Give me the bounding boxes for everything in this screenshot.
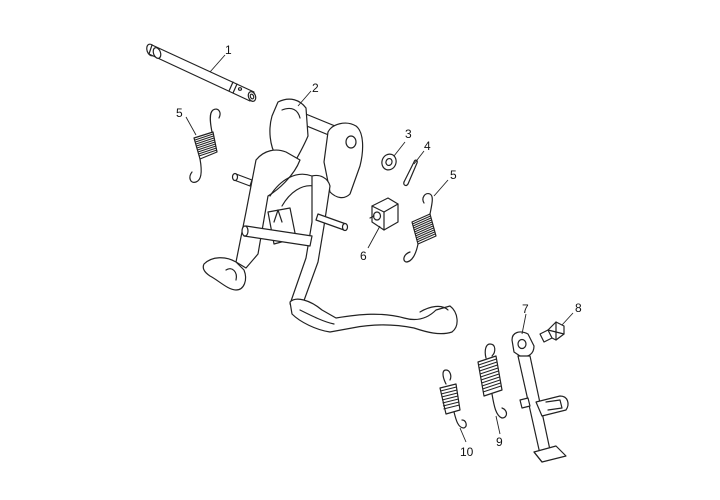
callout-7: 7: [522, 302, 529, 316]
callout-2: 2: [312, 81, 319, 95]
bolt-part: [539, 321, 565, 343]
callout-3: 3: [405, 127, 412, 141]
rubber-block-part: [369, 197, 399, 231]
leader-lines: [185, 54, 574, 443]
spring-left-part: [189, 108, 221, 183]
leader-5a: [185, 116, 197, 136]
main-stand-part: [202, 98, 458, 335]
callout-6: 6: [360, 249, 367, 263]
leader-4: [413, 150, 425, 165]
pivot-shaft-part: [146, 43, 257, 102]
spring-9-part: [477, 343, 508, 419]
leader-2: [297, 90, 312, 107]
spring-10-part: [439, 369, 467, 429]
leader-7: [521, 313, 527, 335]
spring-right-part: [403, 193, 437, 263]
callout-10: 10: [460, 445, 474, 459]
leader-1: [209, 54, 226, 73]
side-stand-part: [511, 331, 569, 463]
callout-9: 9: [496, 435, 503, 449]
leader-9: [495, 415, 501, 435]
callout-labels: 1 2 3 4 5 5 6 7 8 9 10: [176, 43, 582, 459]
callout-5-left: 5: [176, 106, 183, 120]
callout-8: 8: [575, 301, 582, 315]
washer-part: [381, 153, 397, 171]
callout-5-right: 5: [450, 168, 457, 182]
leader-10: [459, 427, 467, 443]
leader-5b: [433, 179, 449, 197]
cotter-pin-part: [403, 159, 418, 187]
leader-6: [367, 225, 381, 249]
callout-1: 1: [225, 43, 232, 57]
leader-8: [561, 312, 574, 326]
leader-3: [393, 141, 406, 157]
callout-4: 4: [424, 139, 431, 153]
